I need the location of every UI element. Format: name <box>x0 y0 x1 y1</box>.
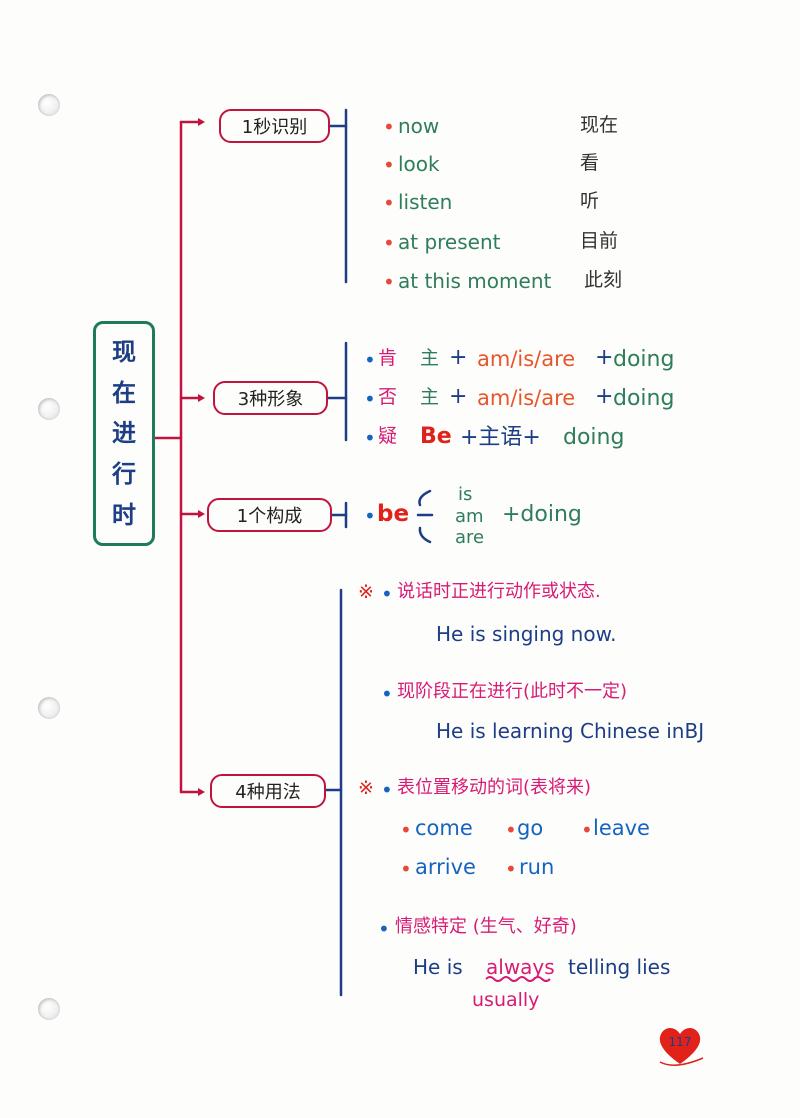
page-number: 117 <box>668 1035 692 1049</box>
page-number-heart: 117 <box>655 1020 705 1070</box>
bullet-dot: • <box>364 426 376 450</box>
signal-en: at this moment <box>398 269 552 293</box>
motion-word: leave <box>593 816 650 840</box>
form-type: 否 <box>378 386 398 408</box>
root-char: 在 <box>112 378 136 407</box>
punch-hole-2 <box>38 398 60 420</box>
usage-example: He is learning Chinese inBJ <box>436 719 705 743</box>
branch-forms: 3种形象 <box>213 381 328 415</box>
signal-zh: 看 <box>580 152 600 174</box>
motion-word: run <box>519 855 555 879</box>
root-char: 时 <box>112 500 136 529</box>
form-verb: doing <box>563 425 625 450</box>
root-char: 进 <box>112 419 136 448</box>
bullet-dot: • <box>364 504 376 528</box>
bullet-dot: • <box>505 857 517 881</box>
signal-zh: 此刻 <box>584 269 623 291</box>
bullet-dot: • <box>383 115 395 139</box>
structure-option: am <box>455 506 484 527</box>
form-subject: 主 <box>420 347 440 369</box>
root-char: 现 <box>112 338 136 367</box>
form-verb: doing <box>613 347 675 372</box>
signal-en: look <box>398 152 440 176</box>
signal-en: listen <box>398 190 453 214</box>
structure-rest: +doing <box>502 502 582 527</box>
form-plus: + <box>595 345 614 370</box>
usage-title: 情感特定 (生气、好奇) <box>395 916 577 937</box>
bullet-dot: • <box>505 818 517 842</box>
punch-hole-1 <box>38 94 60 116</box>
usage-example: He is singing now. <box>436 622 617 646</box>
usage-example: He is <box>413 955 463 979</box>
form-be: Be <box>420 424 452 449</box>
bullet-dot: • <box>364 348 376 372</box>
bullet-dot: • <box>364 387 376 411</box>
signal-zh: 现在 <box>580 114 619 136</box>
motion-word: go <box>517 816 544 840</box>
signal-zh: 听 <box>580 190 600 212</box>
branch-identify: 1秒识别 <box>219 109 330 143</box>
punch-hole-3 <box>38 697 60 719</box>
motion-word: arrive <box>415 855 476 879</box>
important-mark: ※ <box>358 777 374 799</box>
bullet-dot: • <box>383 153 395 177</box>
branch-usages: 4种用法 <box>210 774 326 808</box>
form-plus: + <box>449 345 468 370</box>
structure-option: is <box>458 484 473 505</box>
form-verb: doing <box>613 386 675 411</box>
bullet-dot: • <box>383 191 395 215</box>
bullet-dot: • <box>378 917 390 941</box>
usage-example: telling lies <box>568 955 671 979</box>
form-plus: +主语+ <box>460 425 541 450</box>
branch-structure: 1个构成 <box>207 498 332 532</box>
signal-en: at present <box>398 230 501 254</box>
form-plus: + <box>595 384 614 409</box>
structure-be: be <box>377 501 410 527</box>
signal-zh: 目前 <box>580 230 619 252</box>
form-be: am/is/are <box>477 347 576 371</box>
bullet-dot: • <box>400 857 412 881</box>
bullet-dot: • <box>581 818 593 842</box>
signal-en: now <box>398 114 440 138</box>
punch-hole-4 <box>38 998 60 1020</box>
usage-title: 现阶段正在进行(此时不一定) <box>397 681 628 702</box>
bullet-dot: • <box>383 270 395 294</box>
important-mark: ※ <box>358 581 374 603</box>
bullet-dot: • <box>381 582 393 606</box>
bullet-dot: • <box>381 682 393 706</box>
form-subject: 主 <box>420 386 440 408</box>
motion-word: come <box>415 816 473 840</box>
bullet-dot: • <box>400 818 412 842</box>
root-char: 行 <box>112 460 136 489</box>
bullet-dot: • <box>381 778 393 802</box>
form-be: am/is/are <box>477 386 576 410</box>
usage-title: 表位置移动的词(表将来) <box>397 777 592 798</box>
usage-title: 说话时正进行动作或状态. <box>397 581 601 602</box>
usage-adverb: always <box>486 955 555 979</box>
heart-icon <box>659 1028 704 1066</box>
form-type: 疑 <box>378 425 398 447</box>
structure-option: are <box>455 527 485 548</box>
form-plus: + <box>449 384 468 409</box>
usage-adverb-alt: usually <box>472 989 540 1011</box>
bullet-dot: • <box>383 231 395 255</box>
root-topic: 现 在 进 行 时 <box>93 321 155 546</box>
form-type: 肯 <box>378 347 398 369</box>
